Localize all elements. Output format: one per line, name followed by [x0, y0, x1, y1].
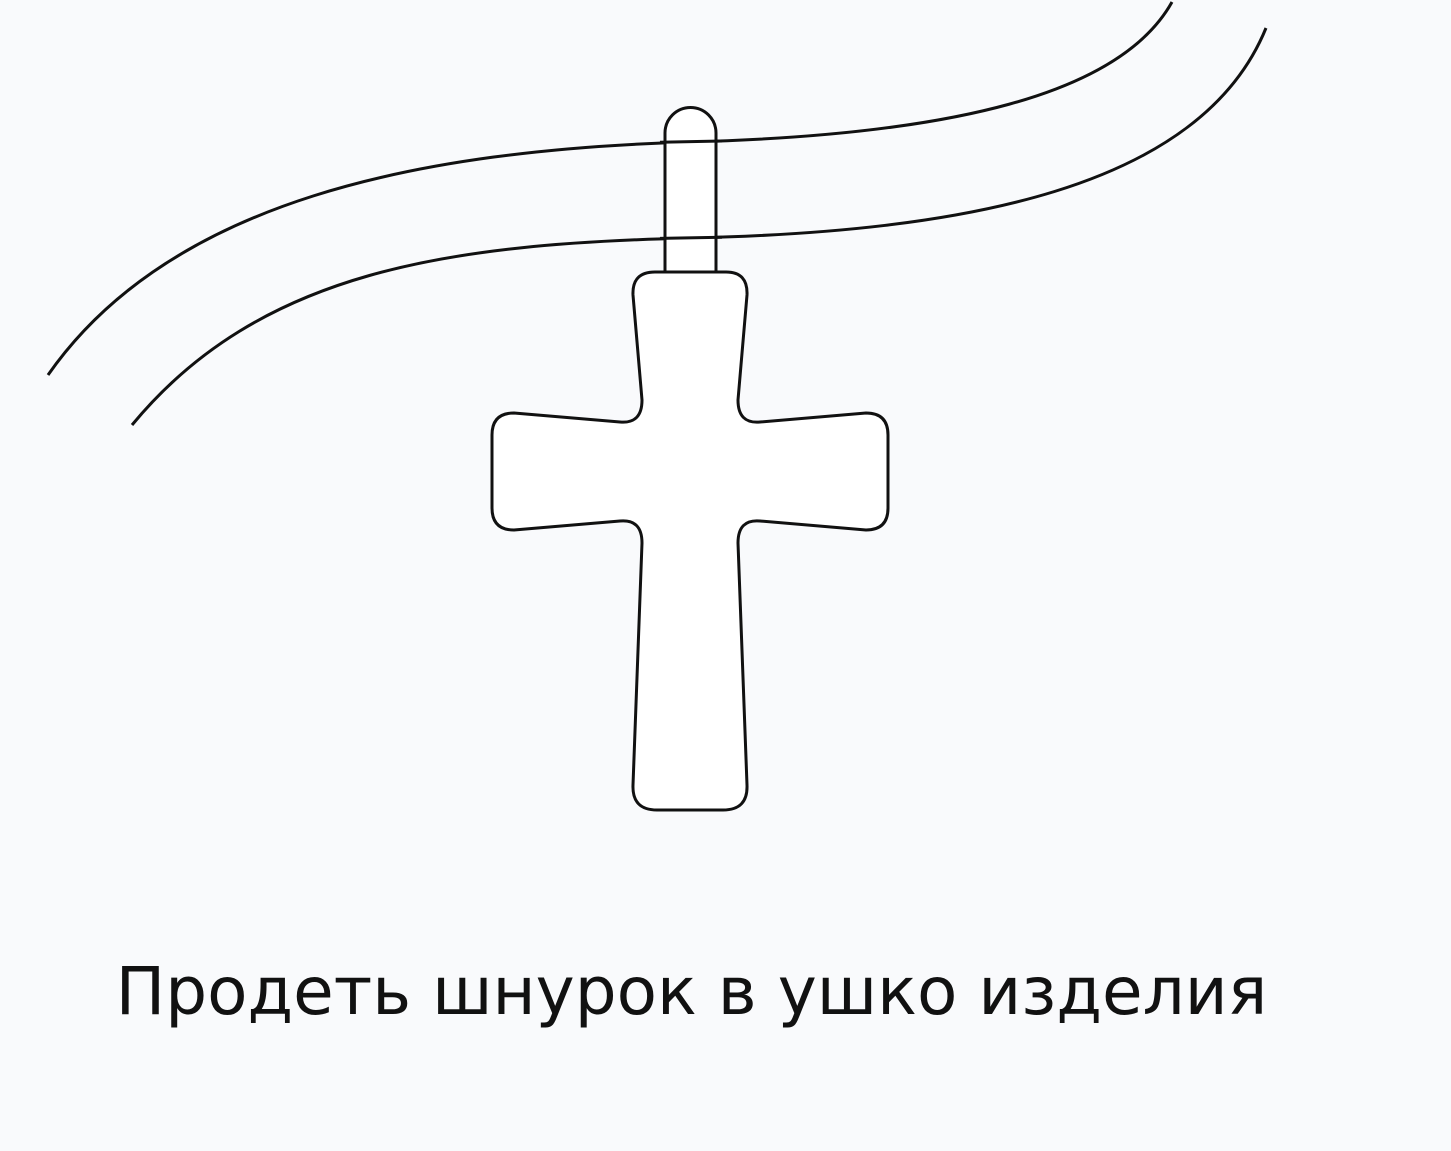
- cord-strand-upper: [46, 1, 1174, 376]
- pendant-bail: [663, 106, 718, 277]
- cord-front-upper: [659, 139, 723, 144]
- cross-pendant: [490, 270, 890, 812]
- instruction-caption: Продеть шнурок в ушко изделия: [115, 953, 1268, 1030]
- cord-front-lower: [659, 235, 723, 240]
- cord-front-segments: [659, 139, 723, 240]
